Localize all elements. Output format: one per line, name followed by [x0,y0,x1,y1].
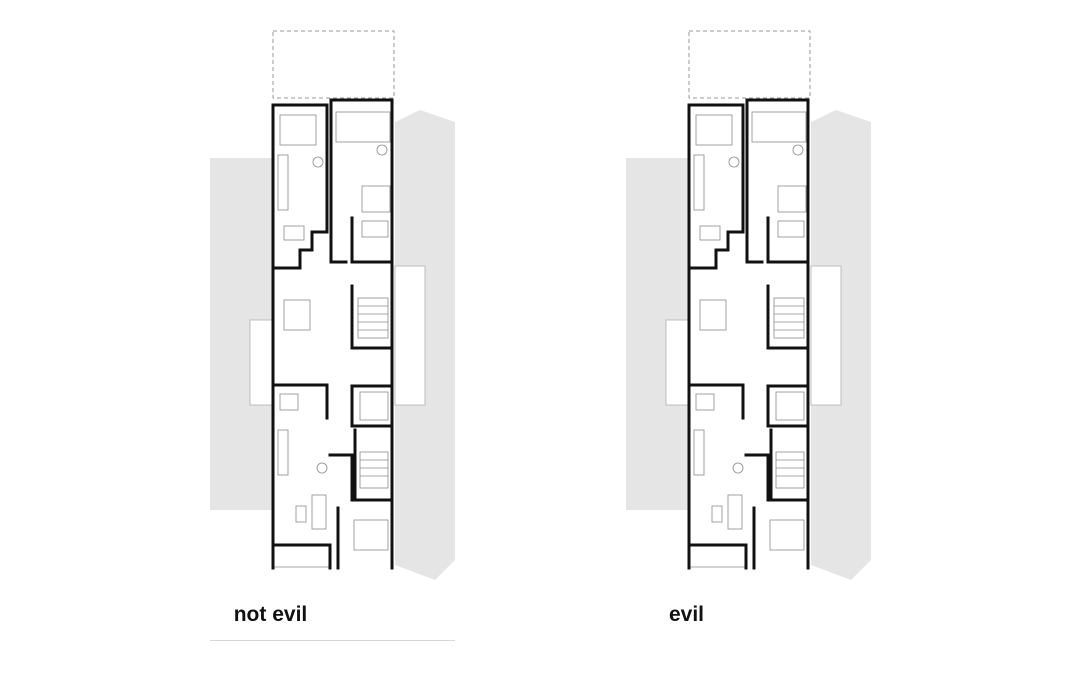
fixtures [689,111,807,568]
coffee-table [295,505,307,523]
light-well-right [394,265,426,406]
kitchen-counter-left [277,154,289,211]
wall-bottom [687,543,748,570]
stairs-lower [359,451,389,489]
bath-upper-right [361,220,389,238]
wall-stair-lower [353,428,394,502]
caption-evil: evil [668,603,705,626]
walls [687,98,810,570]
walls [271,98,394,570]
table-upper-right [376,144,388,156]
table-lower-left [316,462,328,474]
kitchen-lower-left [277,429,289,476]
bath-upper-left [283,225,305,241]
wall-upper-corridor [745,98,764,264]
light-wells [665,265,842,406]
wall-closet [766,384,810,428]
bed-upper-left [695,114,733,146]
table-upper-left [312,156,324,168]
wall-lower-unit [687,383,745,420]
stairs-lower [775,451,805,489]
bed-middle-right [777,185,807,213]
light-well-left [249,319,274,406]
bed-upper-right [751,111,807,143]
sofa-lower-left [727,494,743,530]
wall-living-divider [744,453,770,502]
plan-evil: evil [416,0,957,700]
light-wells [249,265,426,406]
neighbor-left [626,158,689,510]
wall-bottom [271,543,332,570]
bed-middle-left [699,299,727,331]
rear-yard-outline [688,30,811,99]
bed-lower-right [769,519,805,551]
bed-middle-left [283,299,311,331]
wall-stair-upper [350,284,394,350]
wall-lower-unit [271,383,329,420]
bath-upper-right [777,220,805,238]
bed-middle-right [361,185,391,213]
table-upper-right [792,144,804,156]
kitchen-counter-left [693,154,705,211]
neighbor-left [210,158,273,510]
sofa-lower-left [311,494,327,530]
wall-upper-corridor [329,98,348,264]
plan-not-evil: not evil [210,30,455,641]
plan-evil-drawing [626,30,871,580]
bed-lower-right [353,519,389,551]
bed-upper-left [279,114,317,146]
caption-underline [210,640,455,641]
bed-upper-right [335,111,391,143]
wall-living-divider [328,453,354,502]
fixtures [273,111,391,568]
stairs-upper [357,297,389,339]
wall-upper-unit-left [271,103,329,270]
coffee-table [711,505,723,523]
bath-upper-left [699,225,721,241]
wall-stair-upper [766,284,810,350]
bath-lower-left [695,393,715,411]
kitchen-lower-left [693,429,705,476]
rear-yard-outline [272,30,395,99]
light-well-left [665,319,690,406]
wall-upper-unit-left [687,103,745,270]
plan-not-evil-drawing [210,30,455,580]
wall-bath-right [350,216,394,264]
bath-lower-left [279,393,299,411]
wall-bath-right [766,216,810,264]
table-lower-left [732,462,744,474]
closet-lower-right [359,391,389,421]
caption-not-evil: not evil [233,603,308,626]
wall-closet [350,384,394,428]
light-well-right [810,265,842,406]
table-upper-left [728,156,740,168]
stairs-upper [773,297,805,339]
closet-lower-right [775,391,805,421]
wall-stair-lower [769,428,810,502]
